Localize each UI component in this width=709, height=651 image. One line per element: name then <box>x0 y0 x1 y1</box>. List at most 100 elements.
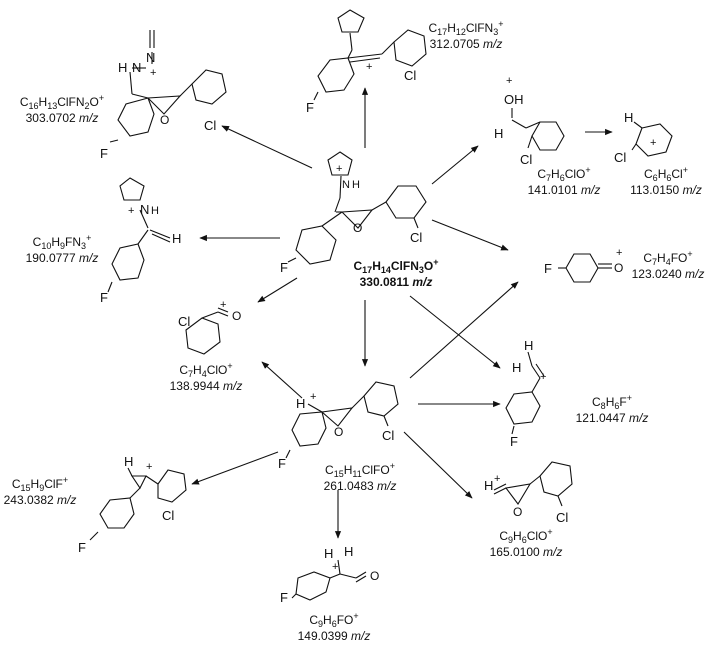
atom-cl: Cl <box>410 230 422 245</box>
atom-plus: + <box>150 67 156 79</box>
atom-o: O <box>370 569 379 583</box>
arrow-to-303 <box>221 125 313 169</box>
atom-h: H <box>512 360 521 375</box>
structure-121 <box>505 351 545 435</box>
atom-h: H <box>172 231 181 246</box>
fragment-mass: 312.0705 m/z <box>430 37 503 51</box>
fragment-formula: C8H6F+ <box>592 393 632 411</box>
atom-plus: + <box>220 299 226 311</box>
atom-h: H <box>124 454 133 469</box>
atom-plus: + <box>336 163 342 175</box>
structures <box>89 9 673 601</box>
atom-o: O <box>160 113 169 127</box>
fragment-labels: C17H14ClFN3O+ 330.0811 m/z C15H11ClFO+ 2… <box>4 19 705 643</box>
fragment-mass: 190.0777 m/z <box>26 251 99 265</box>
atom-h: H <box>524 338 533 353</box>
atom-h: H <box>624 110 633 125</box>
atom-f: F <box>510 434 518 449</box>
atom-o: O <box>513 505 522 519</box>
fragment-formula: C10H9FN3+ <box>33 233 92 251</box>
fragment-mass: 141.0101 m/z <box>528 183 601 197</box>
atom-o: O <box>353 221 362 235</box>
atom-n: N <box>132 60 141 75</box>
arrow-261-to-243 <box>191 451 279 485</box>
fragment-formula: C15H9ClF+ <box>12 475 68 493</box>
fragment-mass: 123.0240 m/z <box>632 267 705 281</box>
atom-h: H <box>324 546 333 561</box>
atom-plus: + <box>540 371 546 383</box>
fragment-formula: C9H6ClO+ <box>499 527 552 545</box>
atom-h: H <box>118 60 127 75</box>
structure-303 <box>109 30 227 143</box>
fragment-formula: C9H6FO+ <box>309 611 358 629</box>
atom-n: N <box>342 179 350 191</box>
atom-cl: Cl <box>382 428 394 443</box>
atom-plus: + <box>366 61 372 73</box>
arrow-to-121 <box>409 295 501 369</box>
fragment-mass: 121.0447 m/z <box>576 411 649 425</box>
atom-cl: Cl <box>556 510 568 525</box>
atom-n: N <box>140 202 149 217</box>
fragment-formula: C6H6Cl+ <box>644 165 688 183</box>
fragment-mass: 303.0702 m/z <box>26 111 99 125</box>
structure-123 <box>558 253 612 283</box>
structure-138 <box>185 307 229 355</box>
atom-o: O <box>232 309 241 323</box>
atom-h: H <box>494 126 503 141</box>
structure-141 <box>511 108 565 151</box>
atom-plus: + <box>332 561 338 573</box>
atom-plus: + <box>494 473 500 485</box>
structure-165 <box>493 461 573 507</box>
structure-central <box>287 151 427 265</box>
atom-f: F <box>280 590 288 605</box>
atom-labels: N H + O F Cl F Cl + H N N + O F Cl + OH … <box>78 50 656 605</box>
structure-243 <box>89 467 187 541</box>
atom-f: F <box>306 100 314 115</box>
atom-cl: Cl <box>520 152 532 167</box>
atom-plus: + <box>616 247 622 259</box>
fragment-formula: C17H12ClFN3+ <box>429 19 504 37</box>
fragment-formula: C7H6ClO+ <box>537 165 590 183</box>
atom-oh: OH <box>504 92 524 107</box>
atom-o: O <box>334 425 343 439</box>
atom-h: H <box>296 396 305 411</box>
atom-h: H <box>151 205 159 217</box>
fragment-mass: 113.0150 m/z <box>630 183 702 197</box>
central-formula: C17H14ClFN3O+ <box>354 257 439 275</box>
atom-f: F <box>100 290 108 305</box>
atom-plus: + <box>146 461 152 473</box>
fragment-mass: 149.0399 m/z <box>298 629 371 643</box>
structure-113 <box>631 121 673 157</box>
atom-plus: + <box>128 205 134 217</box>
epoxide-ring <box>340 209 374 229</box>
chlorophenyl-ring <box>385 185 427 219</box>
atom-cl: Cl <box>204 118 216 133</box>
structure-312 <box>313 9 427 101</box>
secondary-formula: C15H11ClFO+ <box>325 461 395 479</box>
atom-f: F <box>100 146 108 161</box>
atom-cl: Cl <box>404 68 416 83</box>
fragment-mass: 243.0382 m/z <box>4 493 77 507</box>
atom-f: F <box>544 261 552 276</box>
central-mass: 330.0811 m/z <box>360 275 433 289</box>
arrow-261-to-138 <box>261 361 303 399</box>
atom-h: H <box>352 179 360 191</box>
fragment-formula: C7H4FO+ <box>643 249 692 267</box>
atom-f: F <box>280 260 288 275</box>
arrow-to-141 <box>431 145 479 185</box>
structure-190 <box>107 177 171 293</box>
atom-f: F <box>278 456 286 471</box>
atom-f: F <box>78 540 86 555</box>
atom-plus: + <box>650 137 656 149</box>
triazolium-ring <box>327 151 353 176</box>
atom-plus: + <box>506 75 512 87</box>
atom-h: H <box>344 544 353 559</box>
atom-n: N <box>146 50 155 65</box>
structure-261 <box>285 381 399 459</box>
atom-cl: Cl <box>614 150 626 165</box>
secondary-mass: 261.0483 m/z <box>324 479 397 493</box>
structure-149 <box>291 559 367 601</box>
fragment-formula: C16H13ClFN2O+ <box>20 93 104 111</box>
